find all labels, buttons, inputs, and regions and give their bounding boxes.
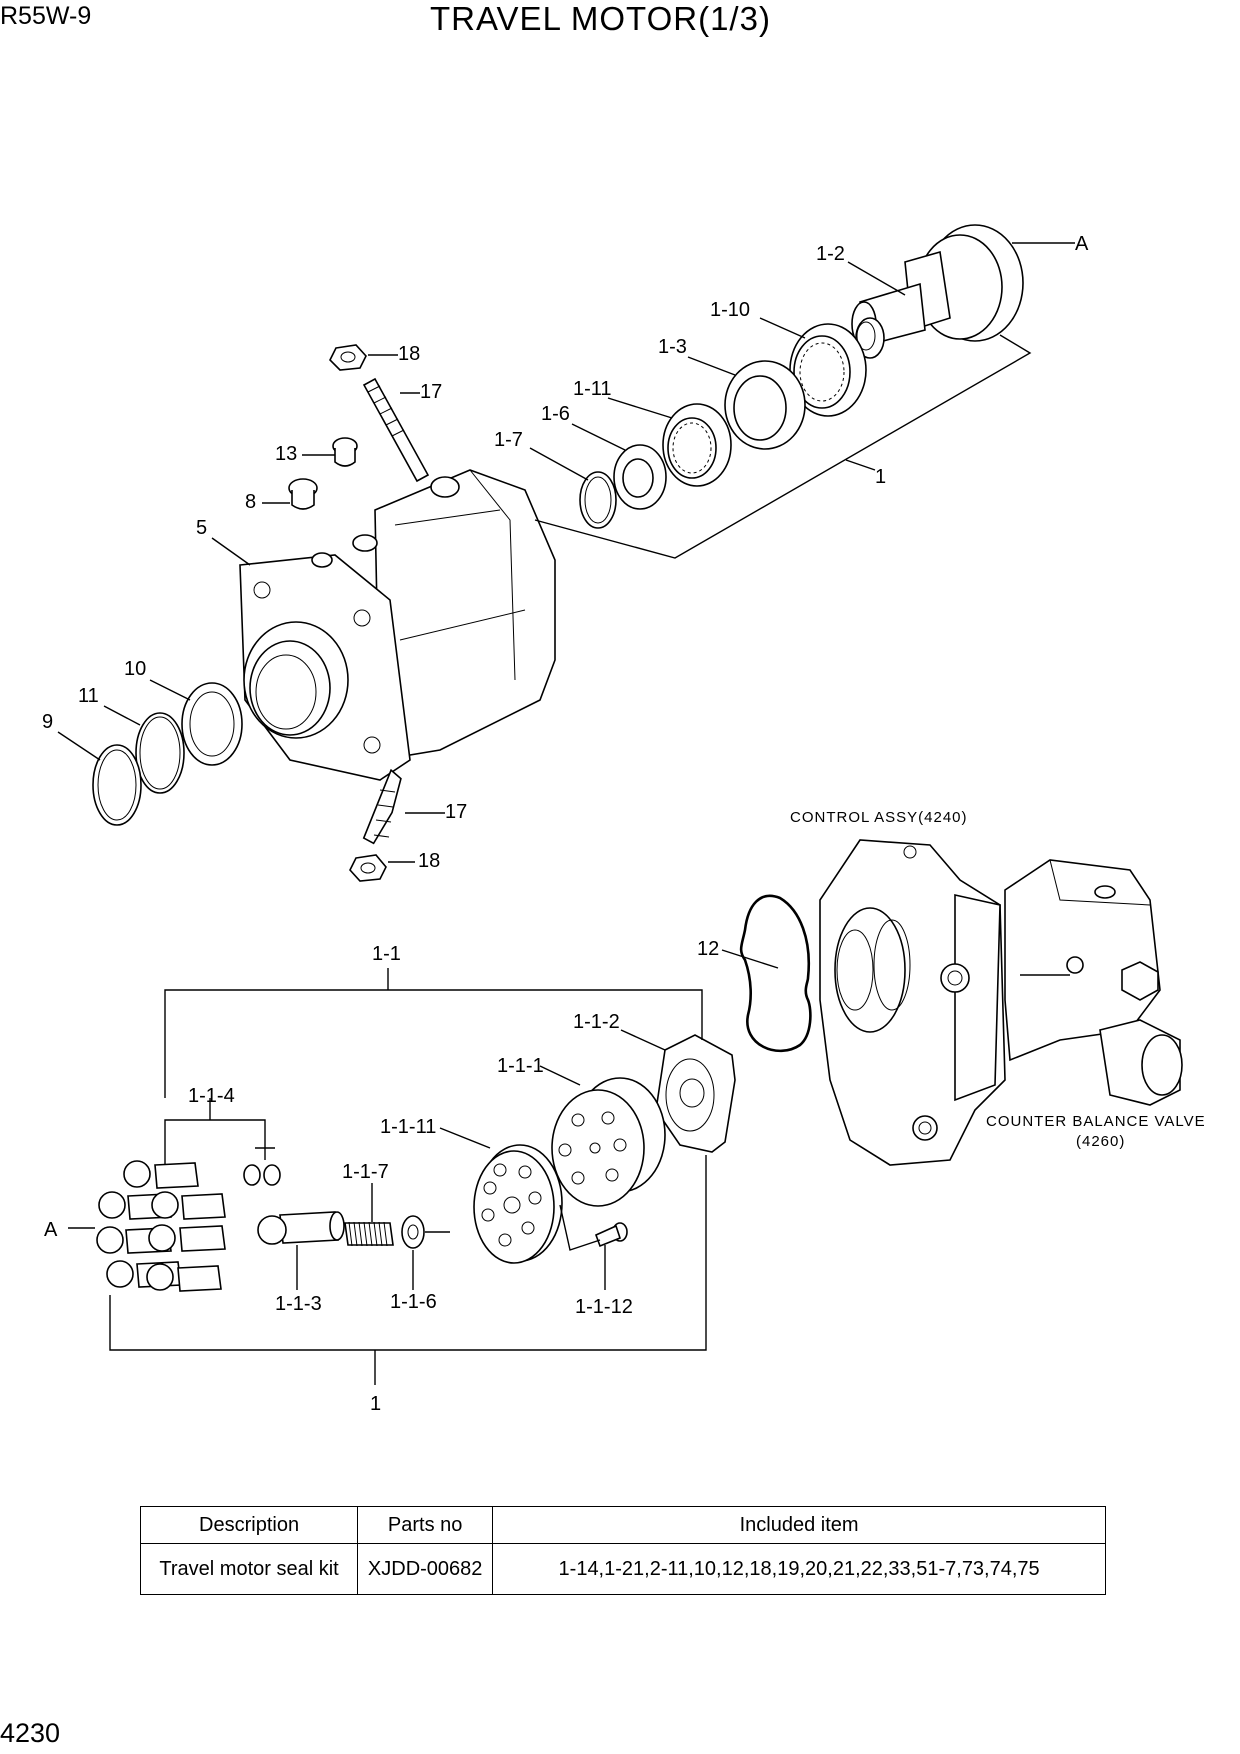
spacer-1-6-part xyxy=(613,444,667,510)
model-code: R55W-9 xyxy=(0,2,92,30)
table-row: Travel motor seal kit XJDD-00682 1-14,1-… xyxy=(139,1543,1106,1595)
stud-17-top-part xyxy=(362,377,430,483)
seal-kit-table: Description Parts no Included item Trave… xyxy=(139,1506,1106,1595)
counter-balance-valve-part xyxy=(1004,859,1183,1106)
bolt-1-1-12-part xyxy=(594,1222,628,1248)
label-1-6: 1-6 xyxy=(541,403,570,425)
snap-ring-9-part xyxy=(92,744,142,826)
label-1-7: 1-7 xyxy=(494,429,523,451)
label-1-1-3: 1-1-3 xyxy=(275,1293,322,1315)
label-11: 11 xyxy=(78,685,99,707)
label-1-1-11: 1-1-11 xyxy=(380,1116,436,1138)
label-1-1-4: 1-1-4 xyxy=(188,1085,235,1107)
label-1-1: 1-1 xyxy=(372,943,401,965)
label-9: 9 xyxy=(42,711,53,733)
leader-12 xyxy=(721,949,779,969)
column-header-parts-no: Parts no xyxy=(357,1506,494,1544)
cylinder-block-1-1-1-part xyxy=(551,1077,666,1207)
center-pin-1-1-3-part xyxy=(257,1211,345,1245)
ring-11-part xyxy=(135,712,185,794)
label-12: 12 xyxy=(697,938,719,960)
label-17-bottom: 17 xyxy=(445,801,467,823)
leader-lines-lower xyxy=(68,1029,666,1290)
label-1-1-7: 1-1-7 xyxy=(342,1161,389,1183)
page-title: TRAVEL MOTOR(1/3) xyxy=(430,0,771,37)
label-10: 10 xyxy=(124,658,146,680)
plug-8-part xyxy=(288,478,318,510)
cell-parts-no: XJDD-00682 xyxy=(357,1543,494,1595)
stud-17-bottom-part xyxy=(362,768,402,845)
bearing-1-11-part xyxy=(662,403,732,487)
o-ring-12-part xyxy=(739,894,812,1053)
bearing-1-10-part xyxy=(789,323,867,417)
label-13: 13 xyxy=(275,443,297,465)
table-header-row: Description Parts no Included item xyxy=(139,1506,1106,1544)
label-1-3: 1-3 xyxy=(658,336,687,358)
label-1-2: 1-2 xyxy=(816,243,845,265)
seal-10-part xyxy=(181,682,243,766)
spring-1-1-7-part xyxy=(344,1221,394,1247)
label-control-assy: CONTROL ASSY(4240) xyxy=(790,809,968,826)
label-17-top: 17 xyxy=(420,381,442,403)
cell-included-item: 1-14,1-21,2-11,10,12,18,19,20,21,22,33,5… xyxy=(492,1543,1106,1595)
output-shaft-part xyxy=(851,224,1024,359)
page-number: 4230 xyxy=(0,1718,61,1748)
column-header-description: Description xyxy=(139,1506,359,1544)
label-1-bottom: 1 xyxy=(370,1393,381,1415)
label-counter-balance-ref: (4260) xyxy=(1076,1133,1125,1150)
cell-description: Travel motor seal kit xyxy=(139,1543,359,1595)
label-1-1-2: 1-1-2 xyxy=(573,1011,620,1033)
nut-18-bottom-part xyxy=(349,854,387,882)
motor-housing-part xyxy=(239,469,556,781)
exploded-parts-diagram: A 1-2 1-10 1-3 1-11 1-6 1-7 1 18 17 13 8… xyxy=(42,224,1206,1415)
retainer-plate-1-1-11-part xyxy=(473,1144,563,1264)
snap-ring-1-7-part xyxy=(579,471,617,529)
label-1-10: 1-10 xyxy=(710,299,750,321)
label-A-top: A xyxy=(1075,233,1089,255)
label-1-1-1: 1-1-1 xyxy=(497,1055,544,1077)
label-1-11: 1-11 xyxy=(573,378,612,400)
label-1-top: 1 xyxy=(875,466,886,488)
nut-18-top-part xyxy=(329,344,367,371)
label-1-1-12: 1-1-12 xyxy=(575,1296,633,1318)
plug-13-part xyxy=(332,437,358,467)
bracket-upper-1 xyxy=(534,334,1032,559)
pistons-1-1-4-part xyxy=(96,1160,281,1292)
valve-plate-1-1-2-part xyxy=(655,1034,736,1153)
brackets-lower xyxy=(109,968,707,1385)
label-18-bottom: 18 xyxy=(418,850,440,872)
label-5: 5 xyxy=(196,517,207,539)
leader-lines-upper xyxy=(57,242,1075,863)
column-header-included-item: Included item xyxy=(492,1506,1106,1544)
washer-1-1-6-part xyxy=(401,1215,425,1249)
label-18-top: 18 xyxy=(398,343,420,365)
seal-1-3-part xyxy=(724,360,806,450)
label-8: 8 xyxy=(245,491,256,513)
control-assy-part xyxy=(819,839,1006,1166)
label-1-1-6: 1-1-6 xyxy=(390,1291,437,1313)
label-counter-balance-valve: COUNTER BALANCE VALVE xyxy=(986,1113,1206,1130)
label-A-bottom: A xyxy=(44,1219,58,1241)
